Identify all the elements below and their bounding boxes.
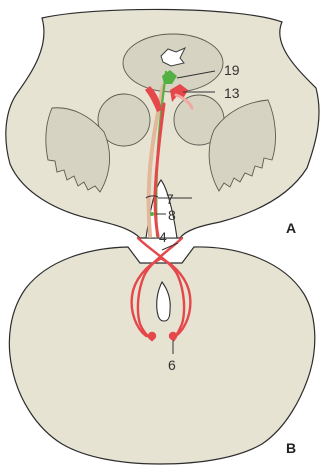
label-8: 8 bbox=[168, 207, 176, 223]
section-b-outline bbox=[9, 247, 314, 464]
label-13: 13 bbox=[224, 85, 240, 101]
panel-label-b: B bbox=[286, 440, 296, 456]
label-6: 6 bbox=[168, 357, 176, 373]
panel-label-a: A bbox=[286, 220, 296, 236]
label-4: 4 bbox=[159, 229, 167, 245]
label-19: 19 bbox=[224, 62, 240, 78]
nucleus-right bbox=[169, 332, 177, 340]
tract-end-8 bbox=[150, 212, 154, 216]
section-b: 4 6 B bbox=[9, 229, 314, 464]
label-7: 7 bbox=[166, 191, 174, 207]
section-a: 19 13 7 8 A bbox=[6, 9, 319, 238]
nucleus-left bbox=[148, 332, 156, 340]
